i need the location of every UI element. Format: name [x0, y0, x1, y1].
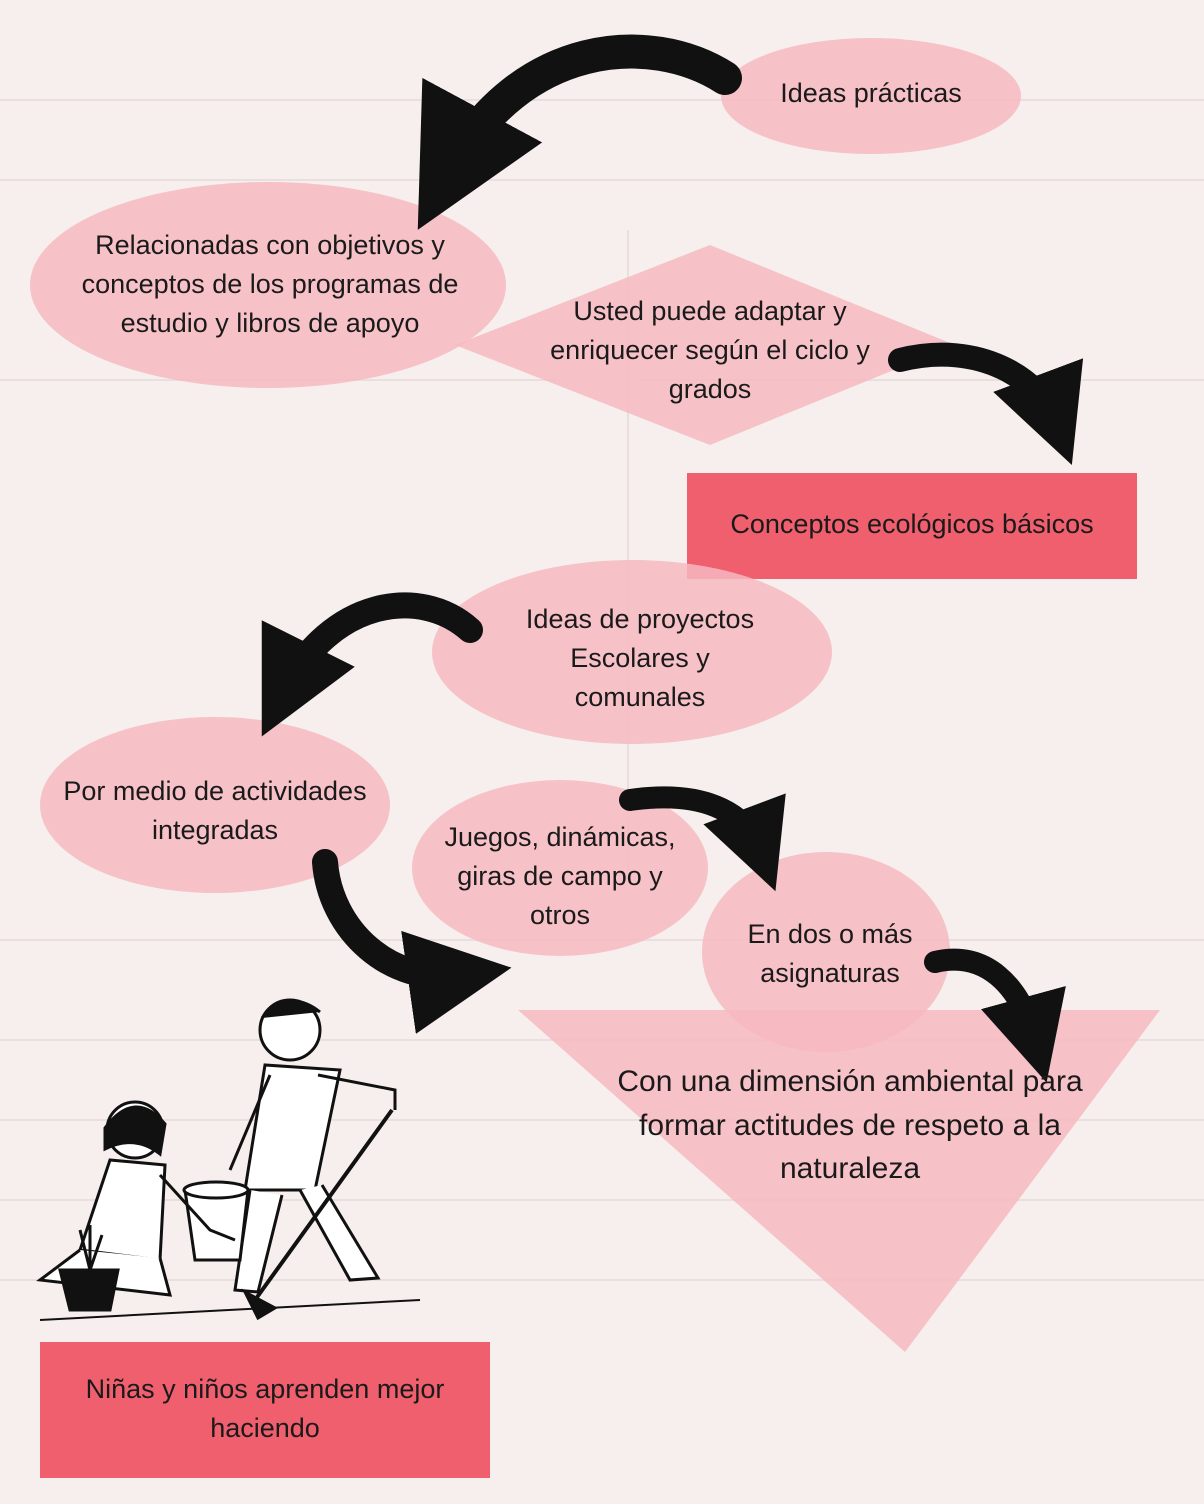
ninas-box	[40, 1342, 490, 1478]
juegos-ellipse	[412, 780, 708, 956]
dos-o-mas-ellipse	[702, 852, 950, 1052]
por-medio-line: Por medio de actividades	[63, 776, 367, 806]
curved-arrow-icon	[261, 592, 483, 737]
conceptos-label: Conceptos ecológicos básicos	[687, 505, 1137, 544]
arrows	[261, 34, 1084, 1083]
relacionadas-ellipse	[30, 182, 506, 388]
dos-o-mas-line: asignaturas	[760, 958, 900, 989]
ninas-label: Niñas y niños aprenden mejor haciendo	[40, 1370, 490, 1448]
dimension-label: Con una dimensión ambiental para formar …	[560, 1060, 1140, 1191]
usted-puede-line: enriquecer según el ciclo y	[550, 335, 870, 366]
relacionadas-line: Relacionadas con objetivos y	[95, 230, 445, 260]
ninas-line: haciendo	[210, 1413, 320, 1444]
curved-arrow-icon	[924, 948, 1066, 1083]
relacionadas-label: Relacionadas con objetivos y conceptos d…	[40, 226, 500, 343]
curved-arrow-icon	[888, 342, 1084, 465]
dos-o-mas-line: En dos o más	[747, 919, 913, 949]
usted-puede-diamond	[455, 245, 955, 445]
ideas-proyectos-line: Escolares y	[570, 643, 710, 674]
curved-arrow-icon	[619, 786, 786, 892]
juegos-line: Juegos, dinámicas,	[444, 822, 676, 852]
dimension-line: Con una dimensión ambiental para	[617, 1065, 1083, 1098]
dimension-triangle	[518, 1010, 1160, 1352]
conceptos-line: Conceptos ecológicos básicos	[730, 509, 1094, 539]
usted-puede-line: Usted puede adaptar y	[573, 296, 847, 326]
ideas-practicas-ellipse	[721, 38, 1021, 154]
curved-arrow-icon	[417, 34, 742, 230]
curved-arrow-icon	[312, 849, 512, 1034]
ninas-line: Niñas y niños aprenden mejor	[85, 1374, 445, 1404]
conceptos-box	[687, 473, 1137, 579]
juegos-line: otros	[529, 900, 591, 931]
usted-puede-label: Usted puede adaptar y enriquecer según e…	[520, 292, 900, 409]
ideas-practicas-label: Ideas prácticas	[731, 74, 1011, 113]
relacionadas-line: conceptos de los programas de	[81, 269, 459, 300]
children-gardening-illustration	[36, 998, 421, 1321]
por-medio-label: Por medio de actividades integradas	[55, 772, 375, 850]
ideas-proyectos-line: Ideas de proyectos	[525, 604, 755, 634]
dimension-line: formar actitudes de respeto a la	[639, 1108, 1061, 1142]
dos-o-mas-label: En dos o más asignaturas	[715, 915, 945, 993]
ideas-proyectos-label: Ideas de proyectos Escolares y comunales	[480, 600, 800, 717]
juegos-line: giras de campo y	[457, 861, 663, 892]
ideas-proyectos-line: comunales	[574, 682, 706, 713]
por-medio-line: integradas	[151, 815, 279, 846]
ideas-proyectos-ellipse	[432, 560, 832, 744]
por-medio-ellipse	[40, 717, 390, 893]
relacionadas-line: estudio y libros de apoyo	[120, 308, 420, 339]
juegos-label: Juegos, dinámicas, giras de campo y otro…	[425, 818, 695, 935]
ideas-practicas-line: Ideas prácticas	[780, 78, 962, 108]
dimension-line: naturaleza	[779, 1152, 921, 1185]
usted-puede-line: grados	[668, 374, 752, 405]
